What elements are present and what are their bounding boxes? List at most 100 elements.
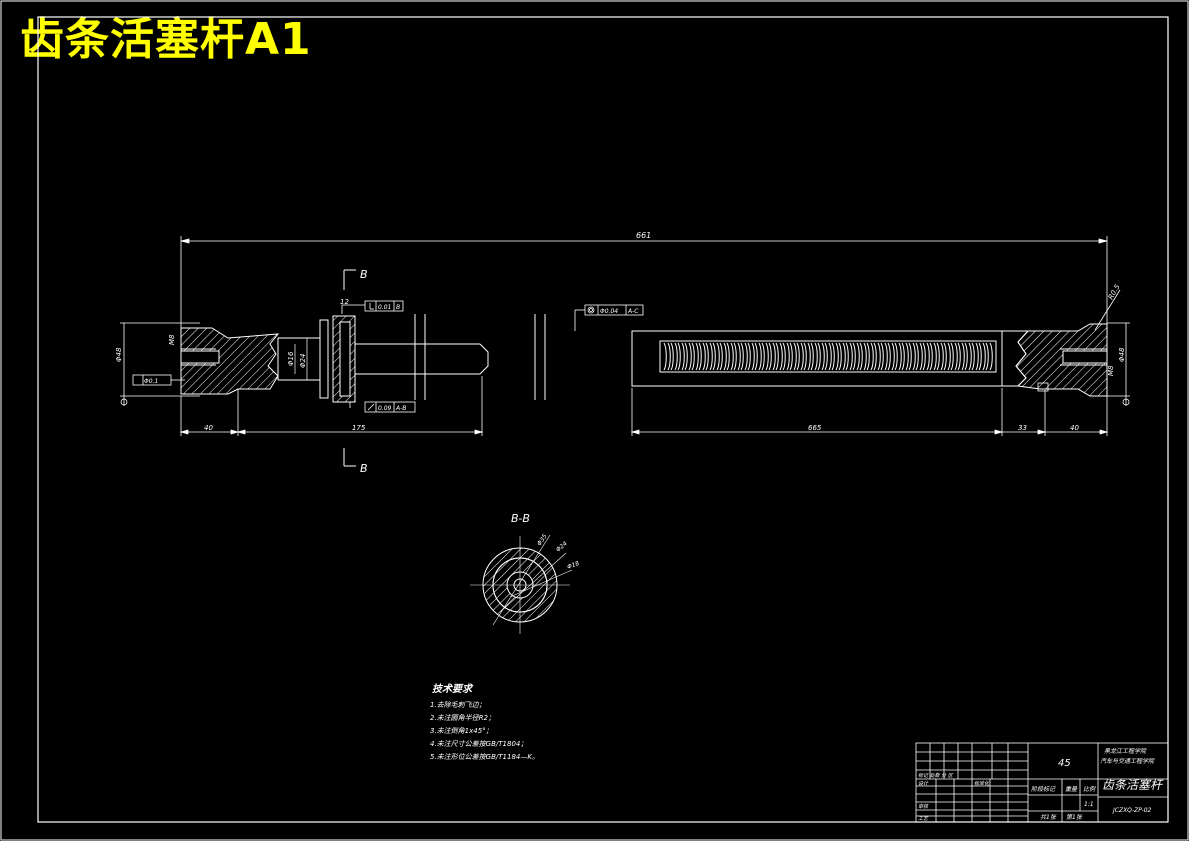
rack-tooth	[908, 342, 916, 371]
tb-school-1: 黑龙江工程学院	[1104, 747, 1147, 755]
rack-tooth	[964, 342, 972, 371]
left-inner-dims	[294, 338, 308, 380]
section-view-title: B-B	[511, 512, 530, 525]
tb-scale-value: 1:1	[1084, 801, 1094, 808]
right-radius-label: R0.5	[1107, 283, 1122, 301]
runout-value: 0.09	[378, 405, 392, 412]
section-label-top: B	[360, 268, 368, 281]
dim-left-end: 40	[204, 424, 213, 432]
rack-tooth	[971, 342, 979, 371]
rack-tooth	[929, 342, 937, 371]
rack-tooth	[831, 342, 839, 371]
perp-value: 0.01	[378, 304, 391, 311]
runout-frame	[349, 401, 416, 413]
tech-item: 5.未注形位公差按GB/T1184—K。	[430, 753, 539, 761]
rack-tooth	[873, 342, 881, 371]
collar-width-label: 12	[340, 298, 349, 306]
rack-tooth	[985, 342, 993, 371]
rack-tooth	[775, 342, 783, 371]
rack-tooth	[761, 342, 769, 371]
rack-tooth	[754, 342, 762, 371]
tech-item: 1.去除毛刺飞边；	[430, 701, 486, 709]
overall-dimension	[180, 236, 1108, 330]
tb-row-review: 审核	[918, 803, 929, 810]
tech-item: 2.未注圆角半径R2；	[430, 714, 495, 722]
right-diameter-label: Φ48	[1118, 347, 1126, 362]
rack-tooth	[691, 342, 699, 371]
rack-tooth	[768, 342, 776, 371]
coax-value: Φ0.04	[600, 308, 618, 315]
left-diameter-dim	[120, 322, 200, 397]
dia16-label: Φ16	[287, 351, 295, 366]
left-end	[180, 327, 280, 395]
rack-tooth	[796, 342, 804, 371]
right-dims	[1037, 289, 1130, 406]
tb-row-std: 标准化	[974, 780, 990, 787]
section-view	[470, 534, 573, 634]
rack-tooth	[719, 342, 727, 371]
coax-ref: A-C	[627, 308, 639, 315]
rack-tooth	[901, 342, 909, 371]
runout-ref: A-B	[395, 405, 406, 412]
rack-tooth	[915, 342, 923, 371]
rack-tooth	[810, 342, 818, 371]
rack-body	[631, 330, 1003, 387]
rack-tooth	[845, 342, 853, 371]
left-thread-label: M8	[168, 334, 176, 345]
title-block	[915, 742, 1169, 823]
tech-item: 4.未注尺寸公差按GB/T1804；	[430, 740, 527, 748]
rack-tooth	[740, 342, 748, 371]
section-cut-markers	[343, 269, 356, 467]
tb-sheet-total: 共1张	[1040, 814, 1057, 821]
dim-left-section: 175	[352, 424, 366, 432]
tb-part-name: 齿条活塞杆	[1102, 778, 1164, 792]
rack-tooth	[705, 342, 713, 371]
datum-a	[120, 396, 128, 406]
left-shaft	[277, 314, 489, 403]
dim-rack-section: 665	[808, 424, 822, 432]
section-d2: Φ24	[555, 540, 569, 553]
inner-border	[37, 16, 1169, 823]
rack-tooth	[817, 342, 825, 371]
tb-row-design: 设计	[918, 780, 929, 787]
right-end	[1001, 323, 1108, 397]
tb-row-process: 工艺	[918, 815, 929, 822]
rack-tooth	[943, 342, 951, 371]
tb-weight-label: 重量	[1065, 786, 1078, 793]
tb-stage-label: 阶段标记	[1031, 785, 1056, 793]
rack-tooth	[677, 342, 685, 371]
rack-tooth	[824, 342, 832, 371]
rack-tooth	[852, 342, 860, 371]
tb-material: 45	[1058, 758, 1071, 769]
rack-tooth	[663, 342, 671, 371]
left-tolerance-value: Φ0.1	[144, 378, 158, 385]
tb-row-revision: 标记 处数 分 区	[918, 772, 954, 779]
rack-tooth	[838, 342, 846, 371]
dim-right-end: 40	[1070, 424, 1079, 432]
tb-scale-label: 比例	[1083, 785, 1096, 793]
coaxiality-frame	[574, 304, 644, 331]
perpendicularity-frame	[341, 300, 404, 314]
tb-school-2: 汽车与交通工程学院	[1100, 757, 1155, 765]
rack-tooth	[747, 342, 755, 371]
rack-tooth	[789, 342, 797, 371]
rack-tooth	[726, 342, 734, 371]
rack-tooth	[782, 342, 790, 371]
rack-tooth	[880, 342, 888, 371]
dia24-label: Φ24	[299, 354, 307, 368]
rack-tooth	[950, 342, 958, 371]
rack-tooth	[670, 342, 678, 371]
rack-tooth	[803, 342, 811, 371]
tech-item: 3.未注倒角1x45°；	[430, 727, 493, 735]
rack-tooth	[698, 342, 706, 371]
rack-tooth	[887, 342, 895, 371]
drawing-title: 齿条活塞杆A1	[20, 14, 312, 65]
rack-tooth	[978, 342, 986, 371]
rack-tooth	[866, 342, 874, 371]
dim-right-gap: 33	[1018, 424, 1027, 432]
right-thread-label: M8	[1107, 365, 1115, 376]
section-d3: Φ18	[566, 560, 580, 571]
tech-heading: 技术要求	[432, 683, 474, 695]
